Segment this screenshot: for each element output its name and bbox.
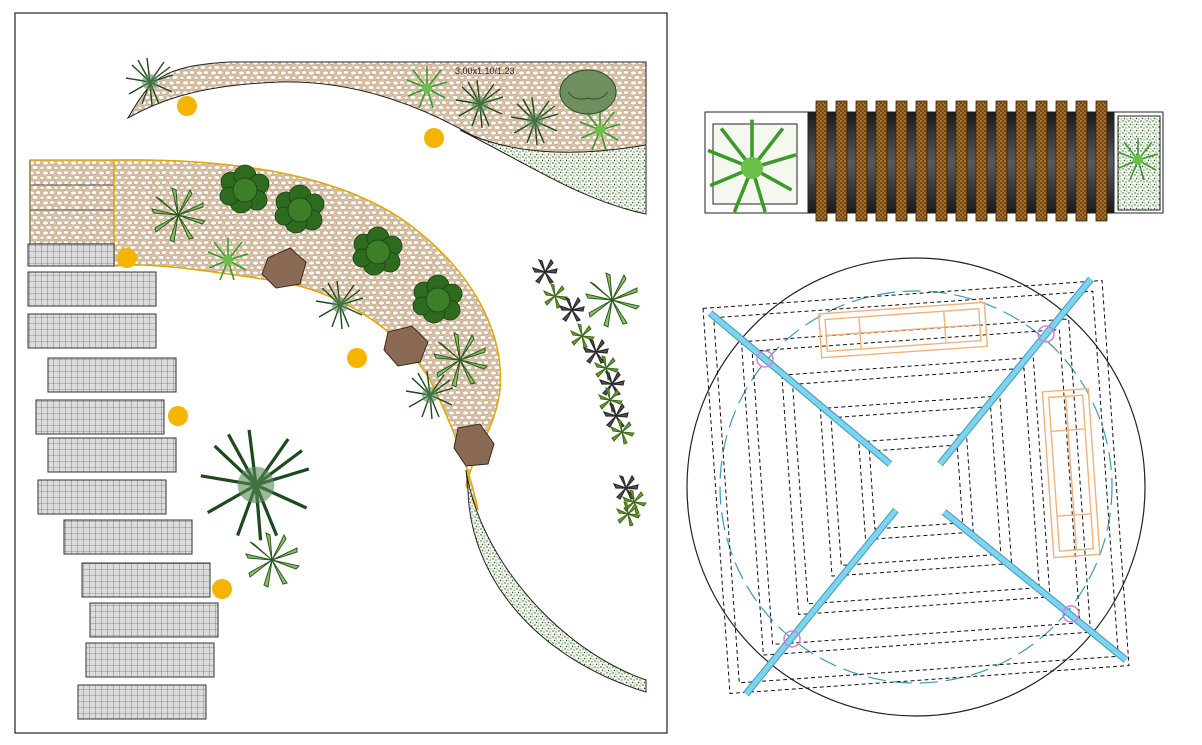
pergola-slats [815,100,1108,222]
stepping-stones [27,243,219,720]
gazebo-posts [756,325,1080,648]
stepping-stone [89,602,219,638]
gazebo-dashed-circle [719,290,1113,684]
garden-light-icon [424,128,444,148]
gazebo-outer-circle [686,257,1146,717]
boulder-icon [261,247,307,289]
stepping-stone [27,313,157,349]
paving-lines [29,160,114,244]
lower-ground-cover [465,469,647,693]
stepping-stone [27,271,157,307]
boulder-icon [453,423,495,467]
pergola-slat [935,100,948,222]
upper-ground-cover [459,129,647,215]
stepping-stone [47,357,177,393]
pergola-slat [1035,100,1048,222]
pergola-slat [1095,100,1108,222]
garden-light-icon [117,248,137,268]
gazebo-roof-rings [702,279,1130,695]
garden-light-icon [168,406,188,426]
pergola-slat [1055,100,1068,222]
stepping-stone [77,684,207,720]
garden-lights [117,96,444,599]
pergola-slat [875,100,888,222]
pergola-slat [1015,100,1028,222]
pergola-plan [704,100,1164,222]
pergola-slat [835,100,848,222]
pergola-slat [995,100,1008,222]
garden-light-icon [177,96,197,116]
paving-block [29,159,115,245]
gazebo-bench-right [1041,387,1101,559]
pergola-slat [895,100,908,222]
dimension-label: 3.00x1.10/1.23 [455,66,515,76]
pergola-slat [1075,100,1088,222]
gazebo-post [783,630,801,648]
gazebo-post [1062,605,1080,623]
garden-light-icon [212,579,232,599]
boulder-icon [383,325,429,367]
stepping-stone [81,562,211,598]
pergola-slat [855,100,868,222]
stepping-stone [47,437,177,473]
garden-light-icon [347,348,367,368]
gazebo-beams [707,276,1129,697]
pergola-slat [815,100,828,222]
gazebo-post [756,350,774,368]
pergola-slat [915,100,928,222]
stepping-stone [85,642,215,678]
pergola-slat [955,100,968,222]
garden-plan: 3.00x1.10/1.23 [14,12,668,734]
gazebo-plan [686,257,1146,717]
gazebo-post [1037,325,1055,343]
stepping-stone [37,479,167,515]
stepping-stone [35,399,165,435]
round-bush-icon [559,69,617,115]
stepping-stone [27,243,115,267]
stepping-stone [63,519,193,555]
pergola-slat [975,100,988,222]
gazebo-bench-top [817,301,989,359]
